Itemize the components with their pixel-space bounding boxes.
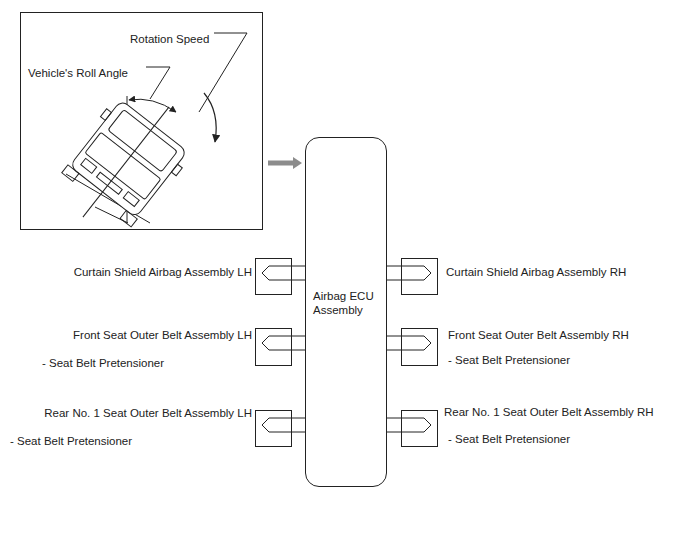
connector-box: Curtain Shield Airbag Assembly RH — [401, 258, 438, 295]
connector-box: Rear No. 1 Seat Outer Belt Assembly RH- … — [401, 410, 438, 447]
ecu-box: Airbag ECU Assembly — [305, 137, 387, 487]
connector-symbol — [262, 266, 431, 432]
illustration-frame: Rotation SpeedVehicle's Roll Angle — [20, 12, 263, 230]
wire-harness — [387, 336, 401, 350]
part-note: - Seat Belt Pretensioner — [10, 434, 132, 448]
connector-box: Curtain Shield Airbag Assembly LH — [255, 258, 292, 295]
part-name: Airbag ECU Assembly — [313, 289, 381, 317]
part-name: Front Seat Outer Belt Assembly RH — [448, 328, 629, 342]
part-note: - Seat Belt Pretensioner — [448, 353, 570, 367]
connector-box: Front Seat Outer Belt Assembly RH- Seat … — [401, 328, 438, 366]
vehicle-figure — [45, 33, 247, 247]
callout-label: Vehicle's Roll Angle — [28, 66, 128, 80]
part-name: Curtain Shield Airbag Assembly RH — [446, 265, 626, 279]
part-name: Rear No. 1 Seat Outer Belt Assembly LH — [44, 406, 252, 420]
wire-harness — [387, 418, 401, 432]
connector-box: Rear No. 1 Seat Outer Belt Assembly LH- … — [255, 410, 292, 447]
part-note: - Seat Belt Pretensioner — [448, 432, 570, 446]
connector-box: Front Seat Outer Belt Assembly LH- Seat … — [255, 328, 292, 366]
callout-label: Rotation Speed — [130, 32, 209, 46]
part-name: Front Seat Outer Belt Assembly LH — [73, 328, 252, 342]
part-note: - Seat Belt Pretensioner — [42, 356, 164, 370]
part-name: Rear No. 1 Seat Outer Belt Assembly RH — [444, 405, 654, 419]
wire-harness — [387, 266, 401, 280]
wire-harness — [292, 418, 305, 432]
wire-harness — [292, 336, 305, 350]
part-name: Curtain Shield Airbag Assembly LH — [74, 265, 252, 279]
wire-harness — [292, 266, 305, 280]
signal-arrow — [268, 157, 302, 169]
